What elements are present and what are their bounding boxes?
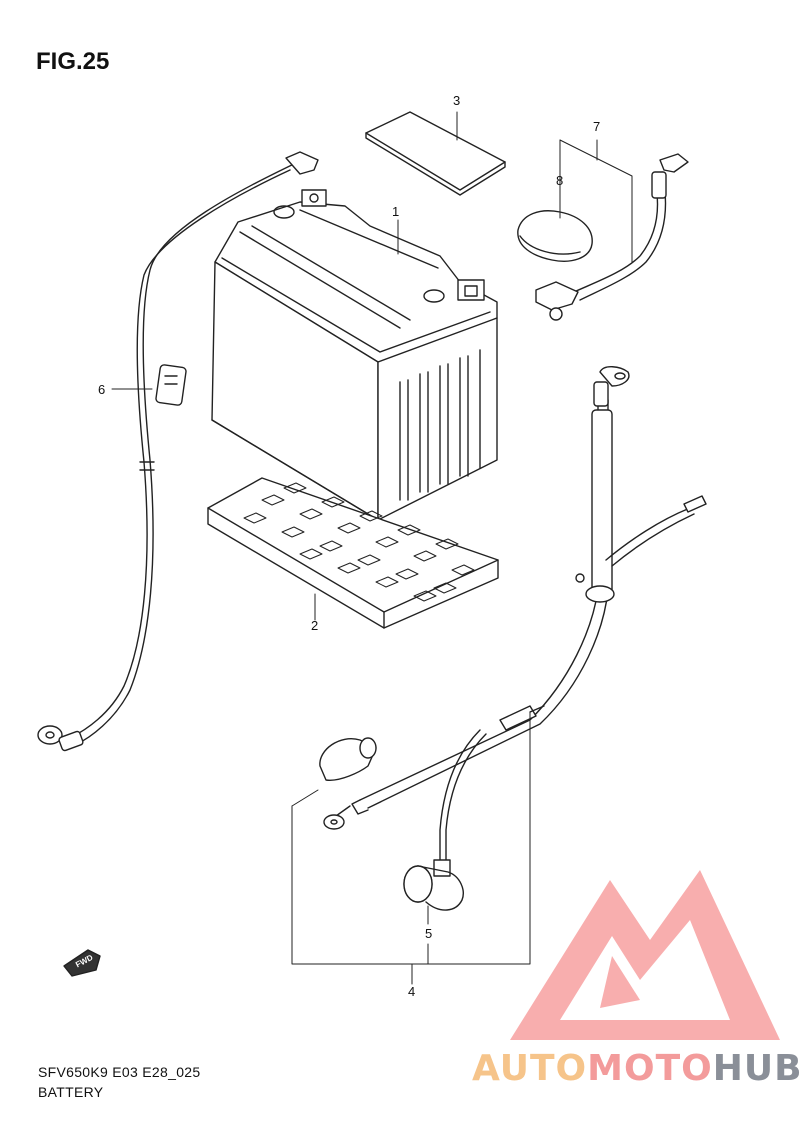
terminal-cap-part <box>517 210 593 262</box>
callout-3: 3 <box>453 93 460 108</box>
watermark-logo <box>510 870 780 1040</box>
callout-8: 8 <box>556 173 563 188</box>
callout-7: 7 <box>593 119 600 134</box>
relay-part <box>403 865 464 911</box>
callout-2: 2 <box>311 618 318 633</box>
callout-1: 1 <box>392 204 399 219</box>
battery-part <box>211 189 498 521</box>
footer-code: SFV650K9 E03 E28_025 <box>38 1064 201 1080</box>
watermark-part1: AUTO <box>472 1048 588 1089</box>
callout-5: 5 <box>425 926 432 941</box>
callout-4: 4 <box>408 984 415 999</box>
figure-title: FIG.25 <box>36 48 110 75</box>
label-sheet-part <box>365 111 506 196</box>
callout-6: 6 <box>98 382 105 397</box>
watermark-text: AUTOMOTOHUB <box>472 1048 800 1089</box>
footer-name: BATTERY <box>38 1084 104 1100</box>
negative-cable-part <box>37 151 319 752</box>
watermark-part3: HUB <box>712 1048 800 1089</box>
positive-cable-part <box>535 153 689 321</box>
battery-tray-part <box>207 477 499 629</box>
leader-lines <box>111 111 633 985</box>
watermark-part2: MOTO <box>587 1048 713 1089</box>
forward-arrow-icon <box>63 949 101 977</box>
starter-cable-part <box>319 366 707 877</box>
